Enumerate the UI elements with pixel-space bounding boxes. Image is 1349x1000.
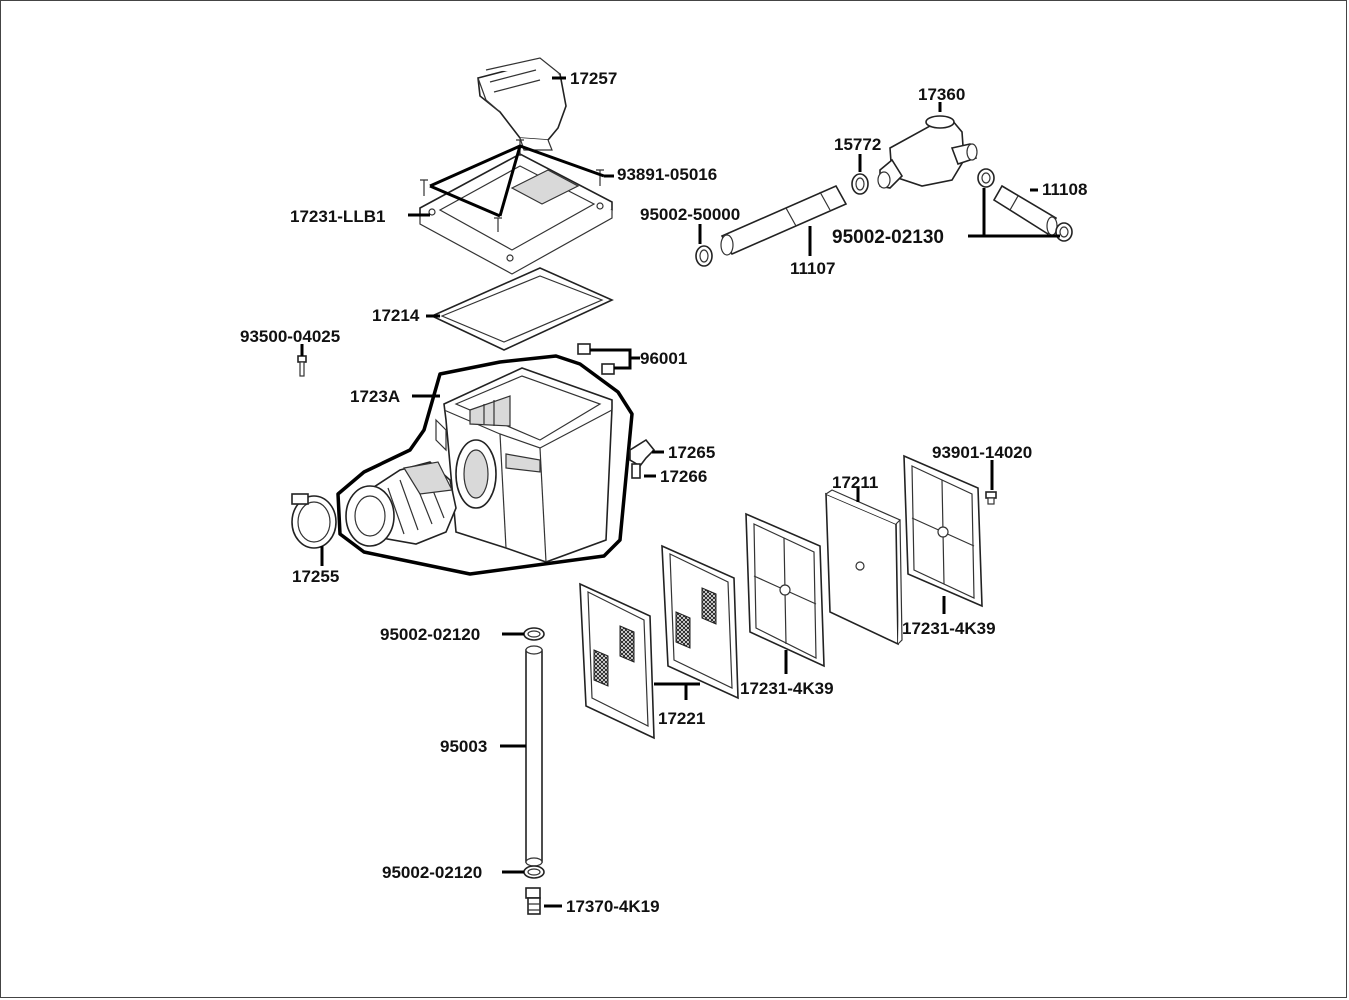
snorkel-17257	[477, 57, 567, 151]
label-95002-02120-bottom: 95002-02120	[382, 863, 482, 882]
screen-17221-rear	[661, 544, 739, 700]
label-17211: 17211	[832, 473, 878, 492]
label-96001: 96001	[640, 349, 687, 368]
screen-17221-front	[579, 582, 655, 740]
label-95003: 95003	[440, 737, 487, 756]
intake-boot	[345, 461, 457, 547]
label-93500-04025: 93500-04025	[240, 327, 340, 346]
label-15772: 15772	[834, 135, 881, 154]
label-17370-4K19: 17370-4K19	[566, 897, 660, 916]
label-17214: 17214	[372, 306, 420, 325]
screw-93901-14020	[985, 491, 997, 505]
gasket-17214	[430, 267, 614, 351]
screw-93500-04025	[297, 355, 307, 377]
label-95002-02120-top: 95002-02120	[380, 625, 480, 644]
filter-frame-17231-4K39-mid	[745, 512, 825, 668]
breather-17360	[877, 115, 978, 189]
fitting-17265-17266	[629, 438, 656, 479]
clamp-95002-02120-top	[523, 627, 545, 641]
label-11108: 11108	[1042, 180, 1087, 199]
hose-11107	[720, 184, 848, 256]
label-17257: 17257	[570, 69, 617, 88]
clamp-17255	[291, 493, 337, 549]
clamp-95002-50000	[695, 245, 713, 267]
label-17221: 17221	[658, 709, 705, 728]
label-17255: 17255	[292, 567, 339, 586]
label-11107: 11107	[790, 259, 835, 278]
clamp-95002-02120-bottom	[523, 865, 545, 879]
label-95002-02130: 95002-02130	[832, 227, 944, 248]
label-95002-50000: 95002-50000	[640, 205, 740, 224]
label-17231-4K39-mid: 17231-4K39	[740, 679, 834, 698]
clamp-15772	[851, 173, 869, 195]
airbox-lid-17231-LLB1	[419, 139, 613, 275]
label-17265: 17265	[668, 443, 715, 462]
label-17231-4K39-right: 17231-4K39	[902, 619, 996, 638]
airbox-1723A	[435, 367, 613, 563]
label-93901-14020: 93901-14020	[932, 443, 1032, 462]
label-93891-05016: 93891-05016	[617, 165, 717, 184]
drain-plug-17370-4K19	[525, 887, 541, 915]
label-17231-LLB1: 17231-LLB1	[290, 207, 385, 226]
label-17266: 17266	[660, 467, 707, 486]
filter-frame-17231-4K39-right	[903, 454, 983, 608]
filter-element-17211	[825, 489, 903, 646]
hose-11108	[992, 184, 1058, 236]
drain-tube-95003	[525, 645, 543, 867]
label-1723A: 1723A	[350, 387, 400, 406]
label-17360: 17360	[918, 85, 965, 104]
